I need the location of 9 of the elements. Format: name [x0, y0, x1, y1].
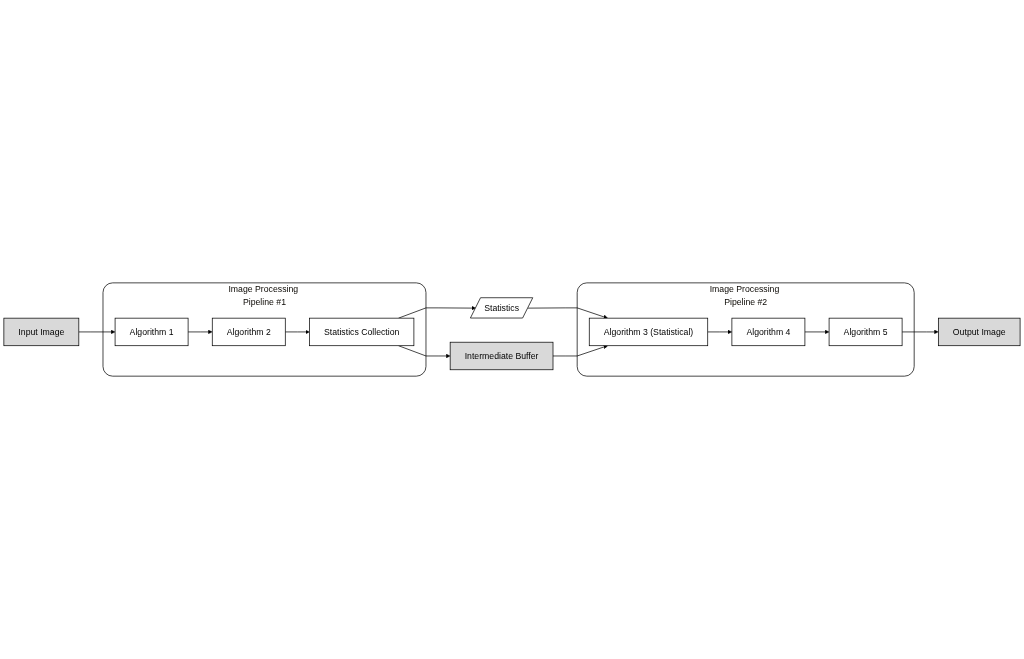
node-box: Output Image	[938, 317, 1021, 347]
node-box: Algorithm 4	[731, 317, 806, 347]
node-box: Algorithm 1	[114, 317, 189, 347]
node-box: Statistics Collection	[309, 317, 415, 347]
node-box: Algorithm 2	[211, 317, 286, 347]
node-box: Algorithm 3 (Statistical)	[588, 317, 709, 347]
node-box: Intermediate Buffer	[449, 341, 554, 371]
node-box: Algorithm 5	[828, 317, 903, 347]
node-box: Input Image	[3, 317, 80, 347]
